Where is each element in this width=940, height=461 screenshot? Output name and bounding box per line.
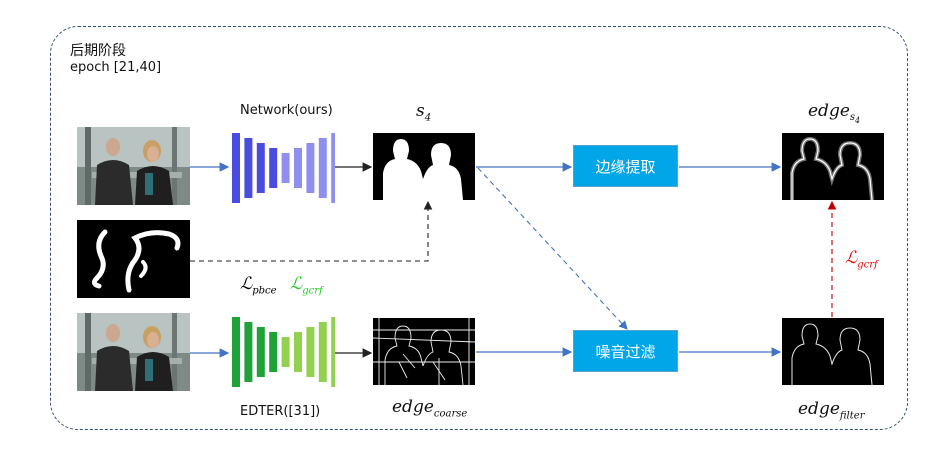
s4-label: s4 <box>416 101 432 124</box>
network-bottom-layer-bar <box>281 337 290 367</box>
network-top-layer-bar <box>281 153 290 183</box>
network-bottom-layer-bar <box>244 322 253 382</box>
stage-title: 后期阶段 <box>70 43 126 59</box>
input-photo-top <box>77 127 190 205</box>
network-bottom-layer-bar <box>318 322 327 382</box>
loss-gcrf-red-label: ℒgcrf <box>845 248 878 271</box>
edge-coarse-label: edgecoarse <box>392 397 468 420</box>
stage-frame <box>50 26 908 430</box>
loss-pbce-label: ℒpbce <box>240 274 277 297</box>
edge-s4-label: edges4 <box>808 101 861 126</box>
stage-epoch: epoch [21,40] <box>70 60 162 75</box>
network-top-label: Network(ours) <box>240 103 333 118</box>
input-photo-bottom <box>77 313 190 391</box>
network-bottom-layer-bar <box>256 327 265 377</box>
network-top-layer-bar <box>232 133 240 203</box>
edge-s4-image <box>782 133 884 200</box>
network-bottom-layer-bar <box>306 327 315 377</box>
network-top-layer-bar <box>318 138 327 198</box>
edge-filter-image <box>782 318 884 385</box>
network-top-layer-bar <box>306 143 315 193</box>
network-bottom-label: EDTER([31]) <box>240 404 321 419</box>
network-top-layer-bar <box>294 148 302 188</box>
network-bottom-layer-bar <box>269 332 278 372</box>
network-top-layer-bar <box>244 138 253 198</box>
noise-filter-box: 噪音过滤 <box>573 330 678 372</box>
edge-coarse-image <box>373 318 475 385</box>
network-bottom-layer-bar <box>294 332 302 372</box>
loss-gcrf-green-label: ℒgcrf <box>290 274 323 297</box>
edge-extract-box: 边缘提取 <box>573 145 678 187</box>
network-bottom-layer-bar <box>232 317 240 387</box>
scribble-annotation-image <box>77 220 190 298</box>
s4-mask-image <box>373 133 475 200</box>
network-top-layer-bar <box>256 143 265 193</box>
arrow-s4-to-noise-filter <box>477 167 628 330</box>
network-top-layer-bar <box>269 148 278 188</box>
edge-filter-label: edgefilter <box>798 399 865 422</box>
arrow-scribble-to-s4 <box>190 200 433 262</box>
